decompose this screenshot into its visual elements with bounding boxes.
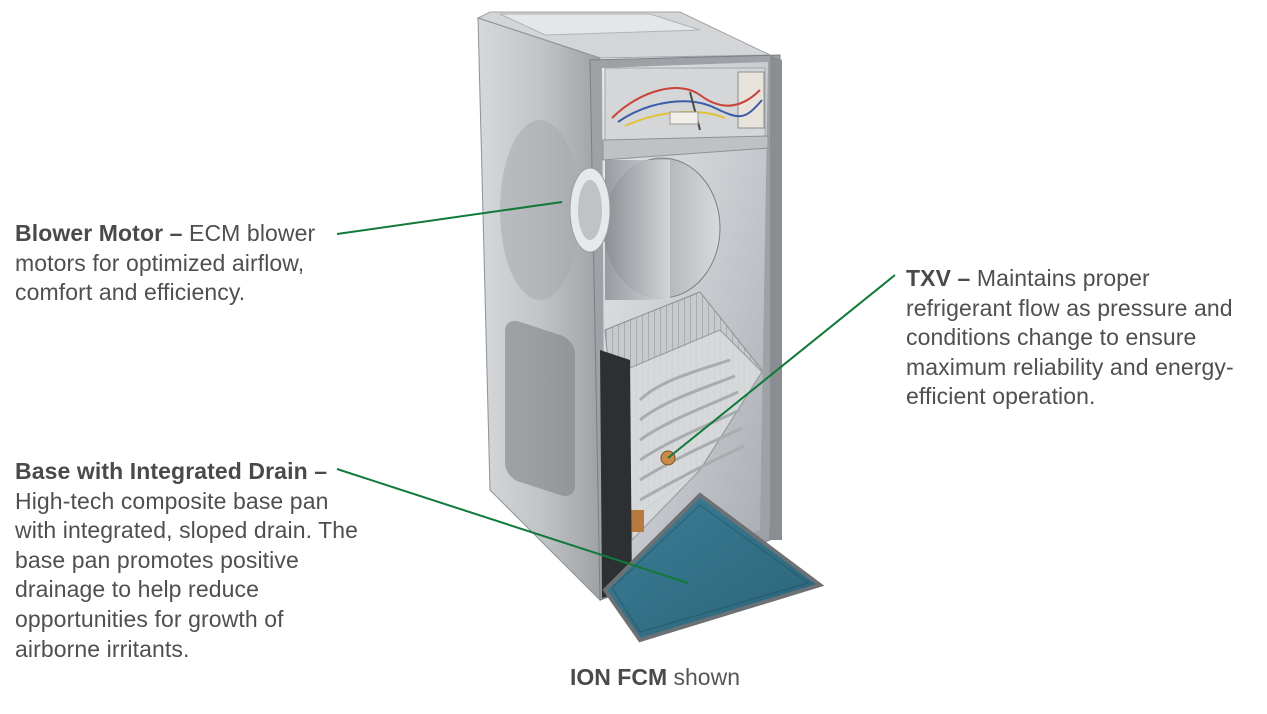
image-caption: ION FCM shown <box>570 664 740 691</box>
leader-line-blower <box>336 201 563 235</box>
callout-blower-motor: Blower Motor – ECM blower motors for opt… <box>15 219 345 308</box>
callout-description: High-tech composite base pan with integr… <box>15 487 359 662</box>
callout-term: Blower Motor – <box>15 220 183 246</box>
refrigerant-tubes <box>638 358 745 502</box>
control-board <box>737 71 765 129</box>
leader-line-base <box>336 468 689 584</box>
base-pan-filter <box>602 492 825 643</box>
callout-description: ECM blower motors for optimized airflow,… <box>15 220 316 306</box>
callout-description: Maintains proper refrigerant flow as pre… <box>906 265 1234 410</box>
cabinet-top-panel <box>499 13 701 36</box>
caption-model: ION FCM <box>570 664 668 690</box>
caption-suffix: shown <box>667 664 740 690</box>
callout-term: Base with Integrated Drain – <box>15 458 328 484</box>
divider-shelf <box>602 135 769 161</box>
cabinet-side-panel <box>477 17 601 602</box>
leader-line-txv <box>667 274 896 459</box>
wiring-bundle <box>611 87 761 119</box>
callout-term: TXV – <box>906 265 971 291</box>
callout-base-drain: Base with Integrated Drain – High-tech c… <box>15 457 375 664</box>
callout-txv: TXV – Maintains proper refrigerant flow … <box>906 264 1261 412</box>
side-access-opening <box>505 320 575 497</box>
